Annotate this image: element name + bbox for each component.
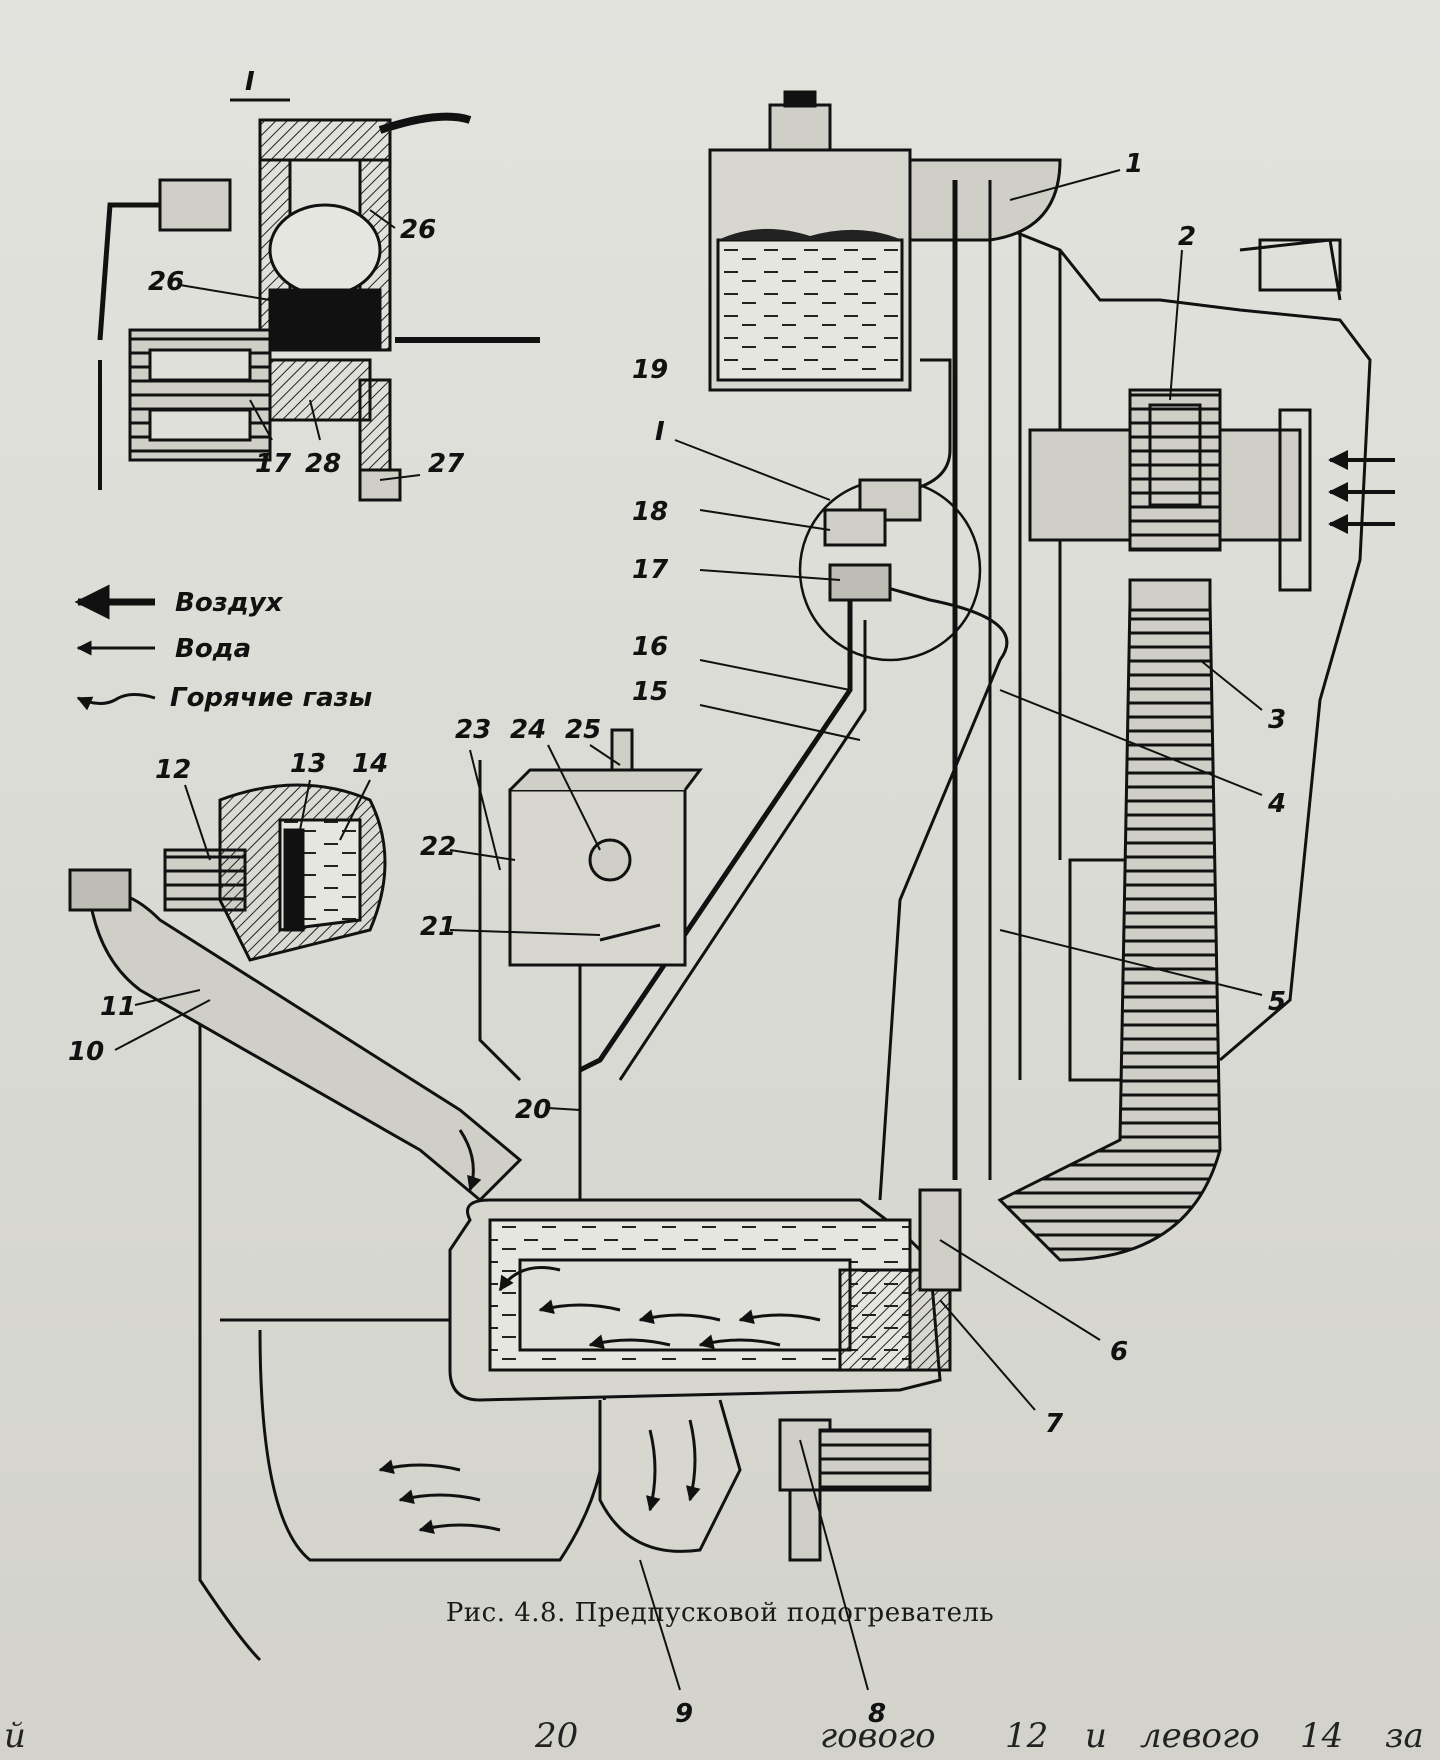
leader-lines	[114, 169, 1263, 1691]
callout-11: 11	[100, 992, 136, 1022]
inset-detail	[97, 98, 540, 502]
detail-marker	[798, 478, 982, 662]
legend-item-gas: Горячие газы	[76, 683, 372, 713]
text-fragment: левого	[1140, 1716, 1260, 1756]
legend-label-water: Вода	[175, 634, 251, 664]
text-fragment: гового	[820, 1716, 936, 1756]
callout-5: 5	[1268, 987, 1286, 1017]
text-fragment: 14	[1300, 1716, 1344, 1756]
control-box	[508, 728, 703, 1200]
callout-2: 2	[1178, 222, 1196, 252]
text-fragment: за	[1385, 1716, 1424, 1756]
callout-3: 3	[1268, 705, 1286, 735]
callout-15: 15	[632, 677, 668, 707]
inset-callout-26: 26	[148, 267, 184, 297]
callouts: 1 2 3 4 5 6 7 8 9 10 11 12 13 14 15 16 1…	[68, 67, 1286, 1729]
callout-21: 21	[420, 912, 456, 942]
text-fragment: и	[1085, 1716, 1107, 1756]
callout-14: 14	[352, 749, 388, 779]
fan-pulley	[1028, 388, 1312, 592]
cut-off-text-line: й 20 гового 12 и левого 14 за	[0, 1716, 1440, 1760]
figure-caption: Рис. 4.8. Предпусковой подогреватель	[445, 1598, 995, 1628]
inset-callout-27: 27	[428, 449, 465, 479]
legend-item-water: Вода	[76, 634, 251, 664]
inset-callout-17: 17	[255, 449, 292, 479]
callout-1: 1	[1125, 149, 1143, 179]
callout-13: 13	[290, 749, 326, 779]
callout-20: 20	[515, 1095, 551, 1125]
callout-18: 18	[632, 497, 668, 527]
legend: Воздух Вода Горячие газы	[74, 584, 372, 713]
callout-17: 17	[632, 555, 669, 585]
callout-4: 4	[1267, 789, 1286, 819]
wavy-arrow-icon	[76, 693, 156, 711]
callout-10: 10	[68, 1037, 104, 1067]
air-hose	[997, 578, 1222, 1262]
inset-callout-18: 26	[400, 215, 436, 245]
air-intake-arrows	[1328, 450, 1395, 534]
text-fragment: 12	[1005, 1716, 1049, 1756]
callout-7: 7	[1045, 1409, 1064, 1439]
callout-23: 23	[455, 715, 491, 745]
text-fragment: 20	[535, 1716, 579, 1756]
boiler-body	[448, 1188, 962, 1562]
callout-12: 12	[155, 755, 191, 785]
heat-exchanger-section	[218, 783, 387, 962]
callout-24: 24	[510, 715, 546, 745]
callout-9: 9	[675, 1699, 693, 1729]
text-fragment: й	[4, 1716, 26, 1756]
legend-label-air: Воздух	[175, 588, 284, 618]
callout-8: 8	[868, 1699, 886, 1729]
engine-block	[1009, 228, 1372, 1082]
callout-6: 6	[1110, 1337, 1128, 1367]
callout-I: I	[655, 417, 665, 447]
inset-callout-28: 28	[305, 449, 341, 479]
inset-label: I	[245, 67, 255, 97]
callout-19: 19	[632, 355, 668, 385]
hot-gas-arrows	[378, 1129, 821, 1535]
fuel-tank	[708, 90, 1062, 392]
callout-25: 25	[565, 715, 601, 745]
callout-22: 22	[420, 832, 456, 862]
legend-label-gas: Горячие газы	[170, 683, 372, 713]
callout-16: 16	[632, 632, 668, 662]
legend-item-air: Воздух	[74, 584, 284, 620]
